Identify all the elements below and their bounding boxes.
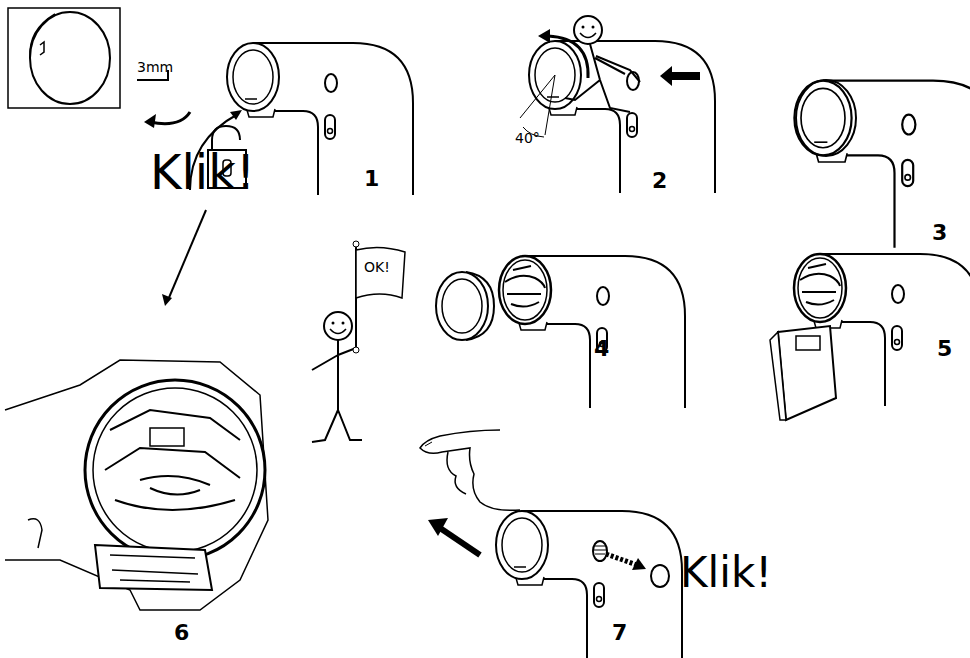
inset-box (8, 8, 120, 108)
faucet-step-3 (794, 80, 970, 248)
step-number: 3 (932, 222, 947, 244)
faucet-step-5 (770, 254, 970, 420)
stick-figure-pulling (565, 16, 700, 112)
step-number: 4 (594, 338, 609, 360)
step-number: 7 (612, 622, 627, 644)
step-number: 1 (364, 168, 379, 190)
faucet-step-2 (520, 29, 715, 193)
stick-figure-ok (312, 241, 405, 442)
dimension-label: 3mm (137, 60, 173, 74)
step-number: 5 (937, 338, 952, 360)
closeup-click (5, 210, 268, 610)
step-number: 6 (174, 622, 189, 644)
sound-label: Klik! (150, 148, 255, 196)
faucet-step-4 (436, 256, 685, 408)
angle-label: 40° (515, 131, 540, 145)
flag-text: OK! (364, 260, 390, 274)
step-number: 2 (652, 170, 667, 192)
faucet-step-7 (496, 511, 682, 658)
sound-label: Klik! (680, 552, 772, 594)
